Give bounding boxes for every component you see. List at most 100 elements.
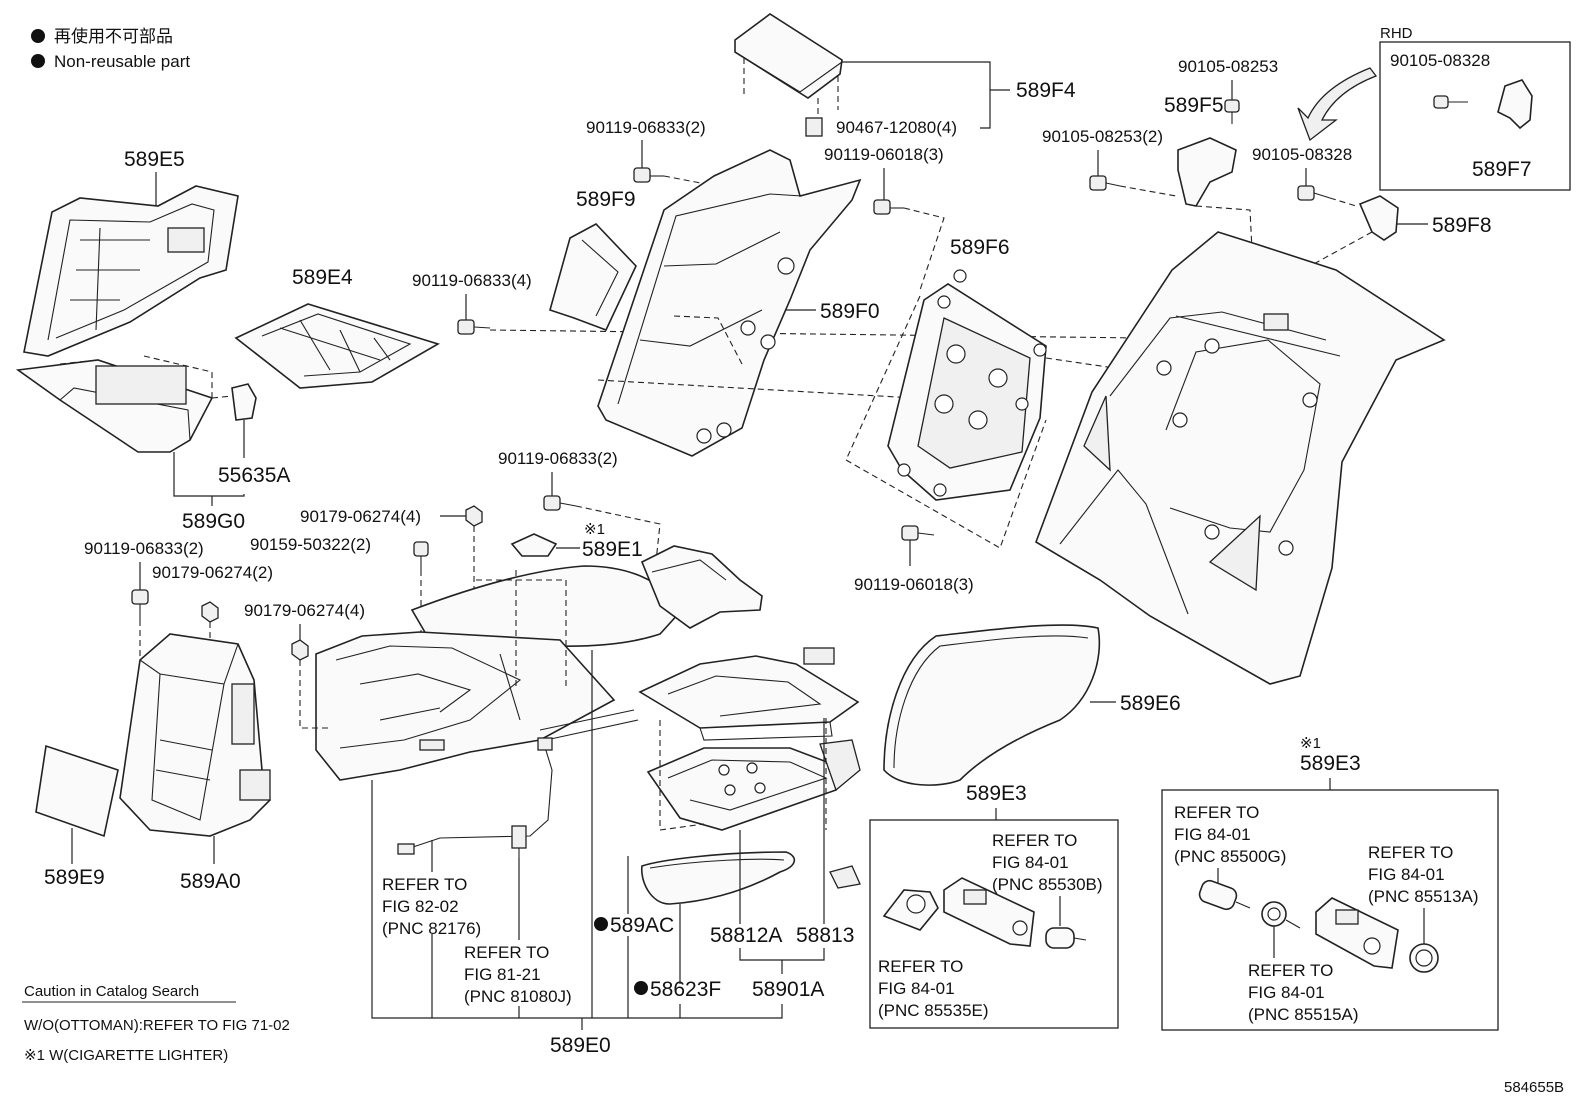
mat-edge (649, 858, 785, 869)
rhd-arrow-icon (1297, 67, 1378, 142)
label-589E3a: 589E3 (966, 782, 1027, 805)
label-58812A: 58812A (710, 924, 782, 947)
legend: 再使用不可部品 Non-reusable part (31, 26, 190, 71)
rhd-clip-589F7 (1497, 79, 1533, 130)
bolt-icon (457, 319, 491, 335)
lighter-85500G (1198, 879, 1251, 911)
ref-85535-line3: (PNC 85535E) (878, 1001, 989, 1020)
bolt-icon (543, 495, 577, 511)
label-589F0: 589F0 (820, 300, 880, 323)
ref-85535-line2: FIG 84-01 (878, 979, 955, 998)
clip-589F8 (1358, 195, 1399, 241)
box-589E3a (869, 819, 1119, 1029)
non-reusable-dot-icon (31, 54, 45, 68)
dash-bolt-f (489, 329, 1141, 339)
ref-85515-line2: FIG 84-01 (1248, 983, 1325, 1002)
label-90119-06833-2b: 90119-06833(2) (498, 449, 618, 468)
ref-85500-line2: FIG 84-01 (1174, 825, 1251, 844)
label-589E6: 589E6 (1120, 692, 1181, 715)
label-589AC: 589AC (610, 914, 674, 937)
panel-589F9 (549, 223, 637, 332)
clip-piece (829, 865, 861, 889)
label-589F4: 589F4 (1016, 79, 1076, 102)
ref-82-line1: REFER TO (382, 875, 467, 894)
ottoman-589A0 (119, 633, 271, 837)
label-90119-06018-3b: 90119-06018(3) (854, 575, 974, 594)
ref-85535-line1: REFER TO (878, 957, 963, 976)
dash-nut-b (299, 660, 330, 729)
label-90179-06274-4a: 90179-06274(4) (300, 507, 421, 526)
mark-1: ※1 (584, 521, 605, 538)
label-589E0: 589E0 (550, 1034, 611, 1057)
clip-55635A (231, 383, 257, 421)
label-90105-08253: 90105-08253 (1178, 57, 1278, 76)
label-589E9: 589E9 (44, 866, 105, 889)
ref-85513-line1: REFER TO (1368, 843, 1453, 862)
ref-82-line3: (PNC 82176) (382, 919, 481, 938)
label-90119-06833-4: 90119-06833(4) (412, 271, 532, 290)
plug-85530B (1045, 927, 1087, 949)
bolt-icon (873, 199, 904, 215)
rhd-part-label: 589F7 (1472, 158, 1532, 181)
dash-55635A (211, 395, 233, 399)
ref-85530-line1: REFER TO (992, 831, 1077, 850)
label-589F6: 589F6 (950, 236, 1010, 259)
bolt-icon (1297, 185, 1331, 201)
ref-85515-line3: (PNC 85515A) (1248, 1005, 1359, 1024)
dash-bolt-e (1329, 197, 1357, 207)
figure-id: 584655B (1504, 1079, 1564, 1096)
leader-589G0 (173, 452, 245, 497)
dash-589F0 (597, 379, 951, 401)
ref-85530-line3: (PNC 85530B) (992, 875, 1103, 894)
panel-cig (1315, 897, 1399, 969)
ref-81-line1: REFER TO (464, 943, 549, 962)
label-58901A: 58901A (752, 978, 824, 1001)
leader-58901A-bracket (739, 948, 825, 961)
label-90105-08328: 90105-08328 (1252, 145, 1352, 164)
panel-589E9 (35, 744, 119, 838)
box-589E3b (1161, 789, 1499, 1031)
rhd-bolt-icon (1433, 95, 1468, 109)
console-body-589F0 (597, 149, 862, 457)
rhd-title: RHD (1380, 25, 1413, 42)
legend-jp: 再使用不可部品 (54, 26, 173, 46)
label-90179-06274-4b: 90179-06274(4) (244, 601, 365, 620)
socket-icon (511, 825, 527, 849)
nut-icon (201, 601, 219, 623)
ref-85500-line3: (PNC 85500G) (1174, 847, 1286, 866)
dash-bolt-d (1119, 185, 1177, 197)
label-90119-06833-2c: 90119-06833(2) (84, 539, 204, 558)
console-base (315, 545, 763, 781)
label-58813: 58813 (796, 924, 854, 947)
panel-589E6-edge (893, 635, 1089, 769)
note-line1: W/O(OTTOMAN):REFER TO FIG 71-02 (24, 1017, 290, 1034)
label-55635A: 55635A (218, 464, 290, 487)
legend-en: Non-reusable part (54, 52, 190, 71)
rhd-inset: RHD 90105-08328 589F7 (1379, 25, 1571, 191)
tray-lower-58812A (646, 739, 861, 831)
ref-85500-line1: REFER TO (1174, 803, 1259, 822)
ref-81-line3: (PNC 81080J) (464, 987, 572, 1006)
label-589E1: 589E1 (582, 538, 643, 561)
label-90179-06274-2: 90179-06274(2) (152, 563, 273, 582)
ring-85513A (1409, 943, 1439, 973)
leader-589F4 (842, 61, 991, 129)
wire-connector (397, 843, 415, 855)
ref-85515-line1: REFER TO (1248, 961, 1333, 980)
panel-589E5 (23, 185, 239, 357)
mark-1b: ※1 (1300, 735, 1321, 752)
label-589F5: 589F5 (1164, 94, 1224, 117)
tray-589E4 (234, 303, 440, 389)
panel-589E6 (883, 624, 1101, 786)
label-589A0: 589A0 (180, 870, 241, 893)
label-90119-06018-3a: 90119-06018(3) (824, 145, 944, 164)
label-90105-08253-2: 90105-08253(2) (1042, 127, 1163, 146)
leader-589E0-bracket (371, 780, 783, 1019)
note-line2: ※1 W(CIGARETTE LIGHTER) (24, 1047, 228, 1064)
bolt-icon (901, 525, 935, 541)
socket-85535E (882, 889, 939, 931)
ref-85530-line2: FIG 84-01 (992, 853, 1069, 872)
non-reusable-dot-icon (594, 917, 608, 931)
wire-harness (403, 743, 553, 851)
bolt-icon (1089, 175, 1121, 191)
